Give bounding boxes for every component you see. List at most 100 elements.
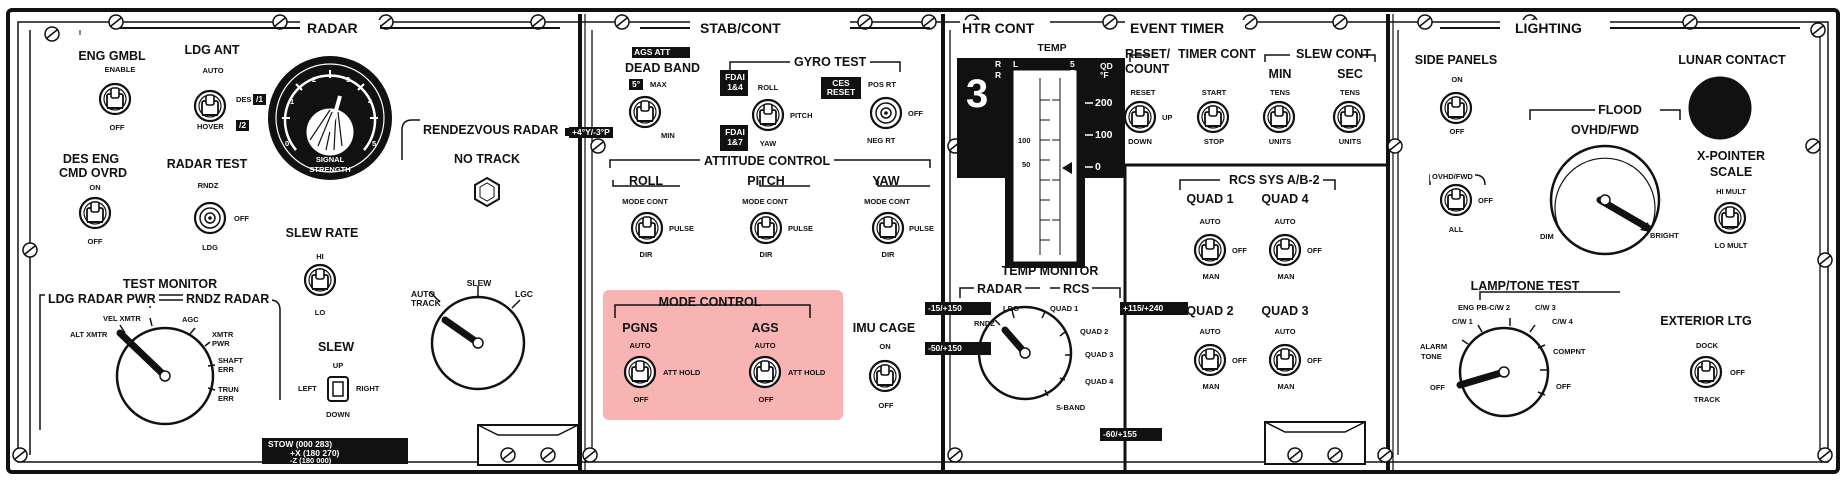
vel-xmtr-label: VEL XMTR [103,314,141,323]
tone-label: TONE [1421,352,1442,361]
ags-mode-switch[interactable] [748,355,782,389]
rndz-radar-label: RNDZ RADAR [183,293,273,306]
flood-bright-label: BRIGHT [1650,231,1679,240]
gyro-test-axis-switch[interactable] [751,98,785,132]
radar-mode-auto-label: AUTO [411,289,435,299]
lighting-section-title: LIGHTING [1515,20,1582,36]
gyro-test-direction-switch[interactable] [869,96,903,130]
des-eng-cmd-ovrd-switch[interactable] [78,196,112,230]
dead-band-switch[interactable] [628,95,662,129]
des-eng-off-label: OFF [87,237,103,246]
temp-inner-50: 50 [1022,160,1031,169]
ldg-ant-hover-label: HOVER [197,122,224,131]
alarm-label: ALARM [1420,342,1448,351]
exterior-ltg-switch[interactable] [1689,355,1723,389]
rcs-quad2-label: QUAD 2 [1186,304,1234,318]
rcs-quad3-switch[interactable] [1268,343,1302,377]
slew-min-switch[interactable] [1262,100,1296,134]
ldg-ant-switch[interactable] [193,89,227,123]
temp-gauge-number: 3 [966,72,989,116]
ovhd-fwd-switch[interactable] [1439,183,1473,217]
temp-r1: R [995,59,1002,69]
temp-r2: R [995,70,1002,80]
sec-tens-label: TENS [1339,88,1361,97]
radar-section-title: RADAR [307,20,358,36]
reset-label: RESET [1130,88,1156,97]
radar-test-off-label: OFF [234,214,249,223]
temp-rndz-label: RNDZ [974,319,995,328]
slew-label: SLEW [317,340,355,354]
rcs-quad4-auto: AUTO [1274,217,1296,226]
temp-s-band-label: S-BAND [1056,403,1086,412]
x-pointer-label: X-POINTER [1696,149,1766,163]
temp-monitor-label: TEMP MONITOR [1001,264,1099,278]
ags-att-tag: AGS ATT [634,47,671,57]
slew-down-label: DOWN [326,410,350,419]
flood-label: FLOOD [1595,104,1645,117]
rcs-quad1-off: OFF [1232,246,1247,255]
timer-cont-label: TIMER CONT [1178,47,1256,61]
eng-gmbl-enable-label: ENABLE [104,65,136,74]
pgns-mode-switch[interactable] [623,355,657,389]
pitch-pulse-label: PULSE [788,224,814,233]
rcs-quad4-label: QUAD 4 [1261,192,1309,206]
imu-cage-switch[interactable] [868,359,902,393]
pgns-off-label: OFF [633,395,649,404]
x-pointer-scale-label: SCALE [1709,165,1753,179]
slew-rate-switch[interactable] [303,263,337,297]
stow-line-2: +X (180 270) [290,448,340,458]
gyro-test-label: GYRO TEST [790,56,871,69]
roll-label: ROLL [628,174,664,188]
mode-control-label: MODE CONTROL [658,295,762,309]
hi-mult-label: HI MULT [1716,187,1746,196]
pitch-mode-switch[interactable] [749,211,783,245]
side-panels-off-label: OFF [1449,127,1465,136]
temp-quad1-label: QUAD 1 [1050,304,1079,313]
eng-gmbl-switch[interactable] [98,82,132,116]
gyro-roll-label: ROLL [757,83,779,92]
exterior-dock-label: DOCK [1695,341,1719,350]
rcs-quad1-switch[interactable] [1193,233,1227,267]
ces-reset-tag: CES RESET [826,78,856,97]
temp-quad3-label: QUAD 3 [1085,350,1114,359]
rcs-quad3-label: QUAD 3 [1261,304,1309,318]
yaw-label: YAW [872,174,900,188]
temp-l: L [1013,59,1019,69]
test-monitor-label: TEST MONITOR [122,277,218,291]
radar-test-switch[interactable] [193,201,227,235]
pitch-dir-label: DIR [759,250,773,259]
pgns-label: PGNS [622,321,658,335]
flood-dim-label: DIM [1540,232,1554,241]
yaw-mode-switch[interactable] [871,211,905,245]
gyro-off-label: OFF [908,109,923,118]
slew-sec-label: SEC [1337,67,1363,81]
roll-mode-switch[interactable] [630,211,664,245]
radar-mode-track-label: TRACK [411,298,441,308]
fdai-top-tag: FDAI 1&4 [725,72,745,92]
timer-cont-switch[interactable] [1196,100,1230,134]
stow-line-3: -Z (180 000) [290,456,332,465]
dead-band-max-label: MAX [650,80,667,89]
timer-stop-label: STOP [1203,137,1225,146]
des-eng-on-label: ON [89,183,101,192]
ldg-ant-des-label: DES [236,95,252,104]
htr-cont-section-title: HTR CONT [962,20,1035,36]
side-panels-switch[interactable] [1439,91,1473,125]
x-pointer-scale-switch[interactable] [1713,201,1747,235]
rcs-quad3-auto: AUTO [1274,327,1296,336]
rcs-quad4-switch[interactable] [1268,233,1302,267]
rcs-quad2-switch[interactable] [1193,343,1227,377]
temp-inner-100: 100 [1018,136,1031,145]
slew-sec-switch[interactable] [1332,100,1366,134]
reset-count-switch[interactable] [1123,100,1157,134]
attitude-control-label: ATTITUDE CONTROL [700,155,835,168]
ags-auto-label: AUTO [754,341,776,350]
roll-mode-cont-label: MODE CONT [622,197,668,206]
exterior-ltg-label: EXTERIOR LTG [1660,314,1752,328]
alt-xmtr-label: ALT XMTR [70,330,108,339]
pgns-att-hold-label: ATT HOLD [663,368,701,377]
rendezvous-radar-angle-tag: +4°Y/-3°P [569,127,613,138]
sec-units-label: UNITS [1338,137,1362,146]
ldg-ant-des-num: /1 [253,94,267,105]
lunar-contact-label: LUNAR CONTACT [1678,53,1786,67]
